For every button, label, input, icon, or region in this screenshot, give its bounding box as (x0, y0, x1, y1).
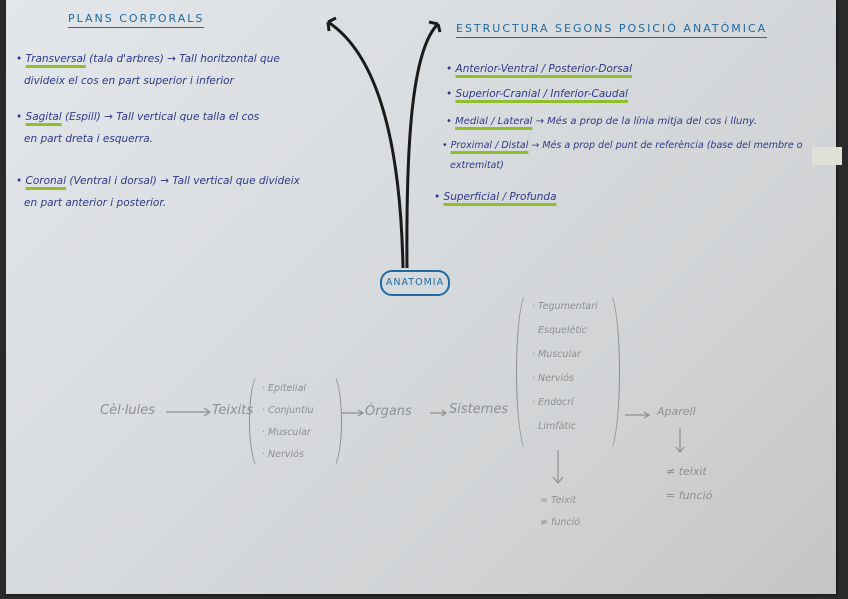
list-item: • Coronal (Ventral i dorsal) → Tall vert… (16, 175, 300, 209)
right-paren (596, 290, 620, 454)
plans-corporals-title: PLANS CORPORALS (68, 12, 205, 28)
organs-label: Òrgans (365, 404, 412, 419)
tissues-label: Teixits (212, 403, 254, 418)
tissue-types-list: · Epitelial · Conjuntiu · Muscular · Ner… (262, 383, 314, 460)
left-paren (249, 372, 271, 470)
list-item: • Proximal / Distal → Més a prop del pun… (442, 140, 803, 171)
list-item: • Superior-Cranial / Inferior-Caudal (446, 88, 628, 100)
system-types-list: · Tegumentari Esquelètic · Muscular · Ne… (532, 301, 598, 432)
list-item: • Superficial / Profunda (434, 191, 557, 203)
mind-map-arrows (166, 16, 685, 484)
apparatus-label: Aparell (657, 405, 696, 418)
systems-note: = Teixit ≠ funció (540, 495, 581, 528)
estructura-title: ESTRUCTURA SEGONS POSICIÓ ANATÒMICA (456, 22, 768, 38)
anatomia-node: ANATOMIA (380, 270, 450, 296)
term-sagital: Sagital (25, 111, 62, 123)
cells-label: Cèl·lules (100, 403, 156, 418)
sticky-note-fragment (812, 147, 842, 165)
notebook-page: PLANS CORPORALS • Transversal (tala d'ar… (6, 0, 842, 594)
systems-label: Sistemes (449, 402, 509, 417)
left-paren (516, 290, 540, 454)
list-item: • Medial / Lateral → Més a prop de la lí… (446, 116, 757, 127)
term-transversal: Transversal (25, 53, 86, 65)
list-item: • Transversal (tala d'arbres) → Tall hor… (16, 53, 280, 87)
apparatus-note: ≠ teixit = funció (666, 465, 713, 502)
term-coronal: Coronal (25, 175, 67, 187)
list-item: • Sagital (Espill) → Tall vertical que t… (16, 111, 260, 145)
right-paren (320, 372, 342, 470)
list-item: • Anterior-Ventral / Posterior-Dorsal (446, 63, 633, 75)
